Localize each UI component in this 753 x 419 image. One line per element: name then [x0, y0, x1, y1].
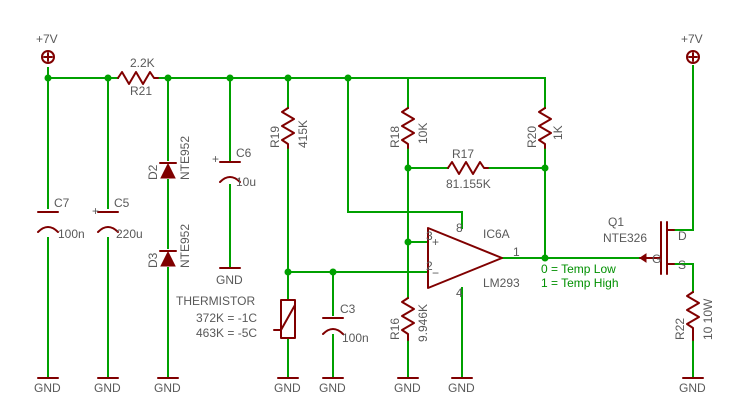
svg-text:S: S	[678, 258, 686, 272]
svg-text:R18: R18	[388, 126, 402, 148]
svg-text:+7V: +7V	[36, 32, 58, 46]
gnd-c3: GND	[319, 377, 346, 395]
capacitor-c5: + C5 220u	[92, 196, 143, 241]
svg-text:10 10W: 10 10W	[701, 298, 715, 340]
svg-text:NTE326: NTE326	[603, 231, 647, 245]
svg-text:R17: R17	[452, 147, 474, 161]
diode-d3: D3 NTE952	[146, 224, 192, 268]
svg-text:10u: 10u	[236, 175, 256, 189]
gnd-d3: GND	[154, 377, 181, 395]
gnd-r16: GND	[394, 377, 421, 395]
capacitor-c7: C7 100n	[37, 196, 85, 241]
vcc-left: +7V	[36, 32, 58, 64]
svg-text:372K = -1C: 372K = -1C	[196, 311, 257, 325]
svg-text:+7V: +7V	[681, 32, 703, 46]
mosfet-q1: Q1 NTE326 D G S	[603, 215, 687, 275]
svg-text:THERMISTOR: THERMISTOR	[176, 294, 255, 308]
resistor-r16: R16 9.946K	[388, 297, 430, 342]
gnd-r22: GND	[679, 377, 706, 395]
svg-text:+: +	[212, 152, 219, 166]
svg-text:R16: R16	[388, 318, 402, 340]
svg-text:R21: R21	[130, 84, 152, 98]
gnd-c6: GND	[216, 267, 243, 287]
svg-text:81.155K: 81.155K	[446, 177, 491, 191]
svg-text:+: +	[92, 204, 99, 218]
svg-text:GND: GND	[154, 381, 181, 395]
svg-text:NTE952: NTE952	[178, 224, 192, 268]
svg-text:2.2K: 2.2K	[130, 56, 155, 70]
svg-text:1 = Temp High: 1 = Temp High	[541, 276, 619, 290]
svg-text:220u: 220u	[116, 227, 143, 241]
svg-text:GND: GND	[216, 273, 243, 287]
resistor-r21: 2.2K R21	[117, 56, 159, 98]
svg-text:GND: GND	[448, 381, 475, 395]
svg-text:D3: D3	[146, 252, 160, 268]
svg-text:IC6A: IC6A	[483, 227, 510, 241]
resistor-r17: R17 81.155K	[446, 147, 491, 191]
comparator-ic6a: + − 3 2 1 8 4 IC6A LM293	[426, 221, 520, 300]
vcc-right: +7V	[681, 32, 703, 64]
svg-text:R19: R19	[268, 126, 282, 148]
svg-text:GND: GND	[319, 381, 346, 395]
svg-text:G: G	[652, 252, 661, 266]
resistor-r18: R18 10K	[388, 107, 430, 149]
svg-text:1K: 1K	[551, 125, 565, 140]
svg-text:GND: GND	[34, 381, 61, 395]
svg-text:2: 2	[426, 259, 433, 273]
junctions	[44, 74, 549, 276]
svg-text:463K = -5C: 463K = -5C	[196, 326, 257, 340]
svg-text:D: D	[678, 229, 687, 243]
wires	[47, 65, 694, 379]
svg-text:GND: GND	[394, 381, 421, 395]
capacitor-c6: + C6 10u	[212, 146, 256, 189]
svg-text:+: +	[432, 235, 439, 249]
gnd-c7: GND	[34, 377, 61, 395]
svg-text:R20: R20	[525, 126, 539, 148]
svg-text:100n: 100n	[58, 227, 85, 241]
svg-text:D2: D2	[146, 164, 160, 180]
svg-text:100n: 100n	[342, 331, 369, 345]
svg-text:9.946K: 9.946K	[416, 304, 430, 342]
svg-text:GND: GND	[274, 381, 301, 395]
resistor-r20: R20 1K	[525, 107, 565, 149]
svg-text:C6: C6	[236, 146, 252, 160]
output-note: 0 = Temp Low 1 = Temp High	[541, 262, 619, 290]
svg-text:8: 8	[456, 221, 463, 235]
svg-text:−: −	[432, 266, 439, 280]
gnd-c5: GND	[94, 377, 121, 395]
svg-text:0 = Temp Low: 0 = Temp Low	[541, 262, 616, 276]
svg-text:NTE952: NTE952	[178, 136, 192, 180]
svg-text:3: 3	[426, 229, 433, 243]
svg-text:C3: C3	[340, 302, 356, 316]
svg-text:LM293: LM293	[483, 276, 520, 290]
diode-d2: D2 NTE952	[146, 136, 192, 180]
svg-text:415K: 415K	[296, 120, 310, 148]
gnd-thermistor: GND	[274, 377, 301, 395]
capacitor-c3: C3 100n	[322, 302, 369, 345]
thermistor: THERMISTOR 372K = -1C 463K = -5C	[176, 294, 296, 340]
svg-text:1: 1	[513, 245, 520, 259]
svg-text:4: 4	[456, 286, 463, 300]
svg-text:GND: GND	[679, 381, 706, 395]
svg-text:C7: C7	[54, 196, 70, 210]
resistor-r22: R22 10 10W	[673, 291, 715, 341]
svg-text:C5: C5	[114, 196, 130, 210]
svg-text:R22: R22	[673, 318, 687, 340]
gnd-ic6a: GND	[448, 377, 475, 395]
svg-text:10K: 10K	[416, 123, 430, 144]
svg-text:GND: GND	[94, 381, 121, 395]
resistor-r19: R19 415K	[268, 107, 310, 149]
svg-text:Q1: Q1	[608, 215, 624, 229]
